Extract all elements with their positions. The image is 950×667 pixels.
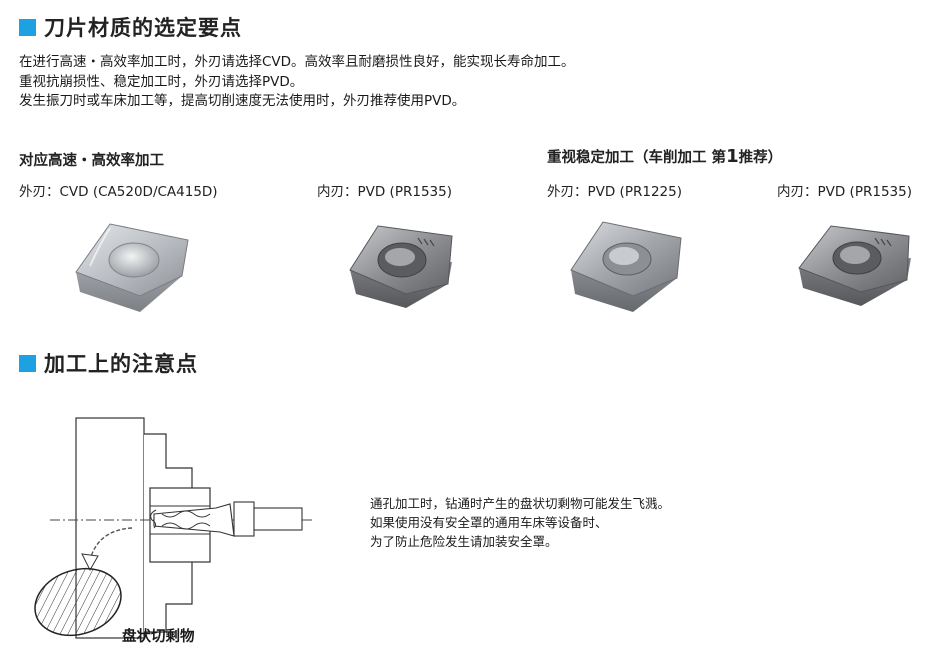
chip-scatter-diagram bbox=[34, 417, 312, 639]
material-description: 在进行高速・高效率加工时，外刃请选择CVD。高效率且耐磨损性良好，能实现长寿命加… bbox=[19, 53, 575, 112]
section-title-precautions: 加工上的注意点 bbox=[44, 352, 198, 376]
group-title-stable-suffix: 推荐） bbox=[738, 150, 783, 166]
description-line: 发生振刀时或车床加工等，提高切削速度无法使用时，外刃推荐使用PVD。 bbox=[19, 93, 466, 109]
description-line: 在进行高速・高效率加工时，外刃请选择CVD。高效率且耐磨损性良好，能实现长寿命加… bbox=[19, 54, 575, 70]
spec-outer-pvd: 外刃：PVD (PR1225) bbox=[547, 184, 682, 200]
precaution-note: 通孔加工时，钻通时产生的盘状切剩物可能发生飞溅。 如果使用没有安全罩的通用车床等… bbox=[370, 494, 670, 551]
chip-label: 盘状切剩物 bbox=[122, 629, 195, 645]
group-title-stable: 重视稳定加工（车削加工 第1推荐） bbox=[547, 146, 782, 167]
spec-inner-pvd-2: 内刃：PVD (PR1535) bbox=[777, 184, 912, 200]
group-title-stable-prefix: 重视稳定加工（车削加工 第 bbox=[547, 150, 727, 166]
group-title-stable-number: 1 bbox=[726, 146, 739, 167]
section-marker-icon bbox=[19, 355, 36, 372]
spec-outer-cvd: 外刃：CVD (CA520D/CA415D) bbox=[19, 184, 218, 200]
insert-cvd-image bbox=[75, 223, 189, 312]
insert-pvd-image-3 bbox=[798, 225, 911, 306]
insert-pvd-image-1 bbox=[349, 225, 453, 308]
description-line: 重视抗崩损性、稳定加工时，外刃请选择PVD。 bbox=[19, 73, 304, 90]
spec-inner-pvd-1: 内刃：PVD (PR1535) bbox=[317, 184, 452, 200]
section-marker-icon bbox=[19, 19, 36, 36]
section-title-material: 刀片材质的选定要点 bbox=[44, 16, 242, 40]
note-line: 为了防止危险发生请加装安全罩。 bbox=[370, 534, 558, 549]
note-line: 如果使用没有安全罩的通用车床等设备时、 bbox=[370, 515, 608, 530]
group-title-high-speed: 对应高速・高效率加工 bbox=[19, 153, 164, 169]
insert-pvd-image-2 bbox=[570, 221, 682, 312]
note-line: 通孔加工时，钻通时产生的盘状切剩物可能发生飞溅。 bbox=[370, 496, 671, 511]
